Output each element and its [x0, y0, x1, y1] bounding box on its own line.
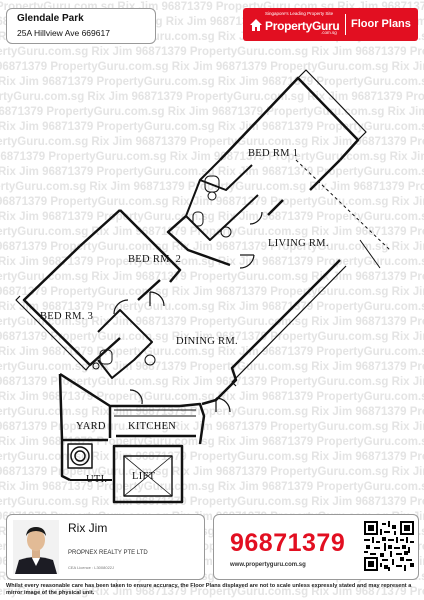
- common-bathroom-walls: [92, 309, 156, 379]
- bathroom-walls: [185, 159, 259, 241]
- brand-tagline: Singapore's Leading Property Site: [265, 11, 334, 16]
- watermark-line: 96871379 PropertyGuru.com.sg Rix Jim 968…: [0, 331, 424, 343]
- agent-agency: PROPNEX REALTY PTE LTD: [68, 550, 148, 556]
- property-title: Glendale Park: [17, 13, 84, 24]
- room-label-dining: DINING RM.: [176, 336, 238, 347]
- watermark-line: PropertyGuru.com.sg Rix Jim 96871379 Pro…: [0, 496, 424, 508]
- watermark-line: 96871379 PropertyGuru.com.sg Rix Jim 968…: [0, 61, 424, 73]
- watermark-line: PropertyGuru.com.sg Rix Jim 96871379 Pro…: [0, 406, 424, 418]
- agent-avatar: [13, 520, 59, 574]
- brand-domain: .com.sg: [321, 30, 337, 35]
- watermark-line: 96871379 PropertyGuru.com.sg Rix Jim 968…: [0, 241, 424, 253]
- room-label-bed-1: BED RM 1: [248, 148, 299, 159]
- website-link[interactable]: www.propertyguru.com.sg: [230, 562, 306, 568]
- contact-card: 96871379 www.propertyguru.com.sg: [213, 514, 419, 580]
- brand-name: PropertyGuru: [265, 19, 340, 33]
- room-label-kitchen: KITCHEN: [128, 421, 177, 432]
- living-dining-walls: [201, 159, 391, 406]
- address-card: Glendale Park 25A Hillview Ave 669617: [6, 8, 156, 44]
- utility-fixtures: [67, 443, 93, 469]
- watermark-line: Rix Jim 96871379 PropertyGuru.com.sg Rix…: [0, 301, 424, 313]
- door-swings: [113, 211, 263, 413]
- disclaimer-text: Whilst every reasonable care has been ta…: [6, 583, 412, 596]
- watermark-line: PropertyGuru.com.sg Rix Jim 96871379 Pro…: [0, 46, 424, 58]
- section-title: Floor Plans: [351, 18, 411, 30]
- watermark-line: Rix Jim 96871379 PropertyGuru.com.sg Rix…: [0, 76, 424, 88]
- watermark-line: 96871379 PropertyGuru.com.sg Rix Jim 968…: [0, 106, 424, 118]
- room-label-bed-2: BED RM. 2: [128, 254, 182, 265]
- watermark-line: 96871379 PropertyGuru.com.sg Rix Jim 968…: [0, 151, 424, 163]
- watermark-line: 96871379 PropertyGuru.com.sg Rix Jim 968…: [0, 196, 424, 208]
- watermark-line: PropertyGuru.com.sg Rix Jim 96871379 Pro…: [0, 136, 424, 148]
- propertyguru-banner[interactable]: Singapore's Leading Property Site Proper…: [243, 8, 418, 41]
- watermark-line: Rix Jim 96871379 PropertyGuru.com.sg Rix…: [0, 211, 424, 223]
- watermark-line: Rix Jim 96871379 PropertyGuru.com.sg Rix…: [0, 166, 424, 178]
- room-label-bed-3: BED RM. 3: [40, 311, 94, 322]
- watermark-line: Rix Jim 96871379 PropertyGuru.com.sg Rix…: [0, 481, 424, 493]
- room-label-living: LIVING RM.: [268, 238, 329, 249]
- watermark-line: 96871379 PropertyGuru.com.sg Rix Jim 968…: [0, 466, 424, 478]
- watermark-line: PropertyGuru.com.sg Rix Jim 96871379 Pro…: [0, 271, 424, 283]
- room-label-yard: YARD: [76, 421, 106, 432]
- watermark-line: PropertyGuru.com.sg Rix Jim 96871379 Pro…: [0, 226, 424, 238]
- watermark-line: Rix Jim 96871379 PropertyGuru.com.sg Rix…: [0, 391, 424, 403]
- watermark-line: 96871379 PropertyGuru.com.sg Rix Jim 968…: [0, 421, 424, 433]
- kitchen-counter: [114, 409, 196, 417]
- watermark-line: PropertyGuru.com.sg Rix Jim 96871379 Pro…: [0, 586, 424, 598]
- house-logo-icon: [250, 19, 262, 31]
- agent-card: Rix Jim PROPNEX REALTY PTE LTD CEA Licen…: [6, 514, 205, 580]
- bedroom-2-walls: [79, 209, 231, 283]
- agent-licence: CEA Licence : L3008022J: [68, 565, 115, 570]
- agent-name: Rix Jim: [68, 521, 108, 535]
- watermark-line: PropertyGuru.com.sg Rix Jim 96871379 Pro…: [0, 181, 424, 193]
- brand-divider: [345, 14, 346, 35]
- bedroom-1-walls: [219, 69, 367, 216]
- watermark-line: Rix Jim 96871379 PropertyGuru.com.sg Rix…: [0, 256, 424, 268]
- phone-number[interactable]: 96871379: [230, 529, 346, 557]
- floor-plan: [15, 69, 391, 504]
- bedroom-3-walls: [15, 245, 161, 371]
- room-label-lift: LIFT: [132, 471, 156, 482]
- watermark-line: PropertyGuru.com.sg Rix Jim 96871379 Pro…: [0, 451, 424, 463]
- room-label-utility: UTI.: [86, 474, 108, 485]
- watermark-line: 96871379 PropertyGuru.com.sg Rix Jim 968…: [0, 376, 424, 388]
- kitchen-walls: [58, 372, 206, 482]
- watermark-line: Rix Jim 96871379 PropertyGuru.com.sg Rix…: [0, 121, 424, 133]
- property-address: 25A Hillview Ave 669617: [17, 28, 110, 38]
- lift-shaft: [112, 444, 184, 504]
- qr-code-icon[interactable]: [364, 521, 414, 571]
